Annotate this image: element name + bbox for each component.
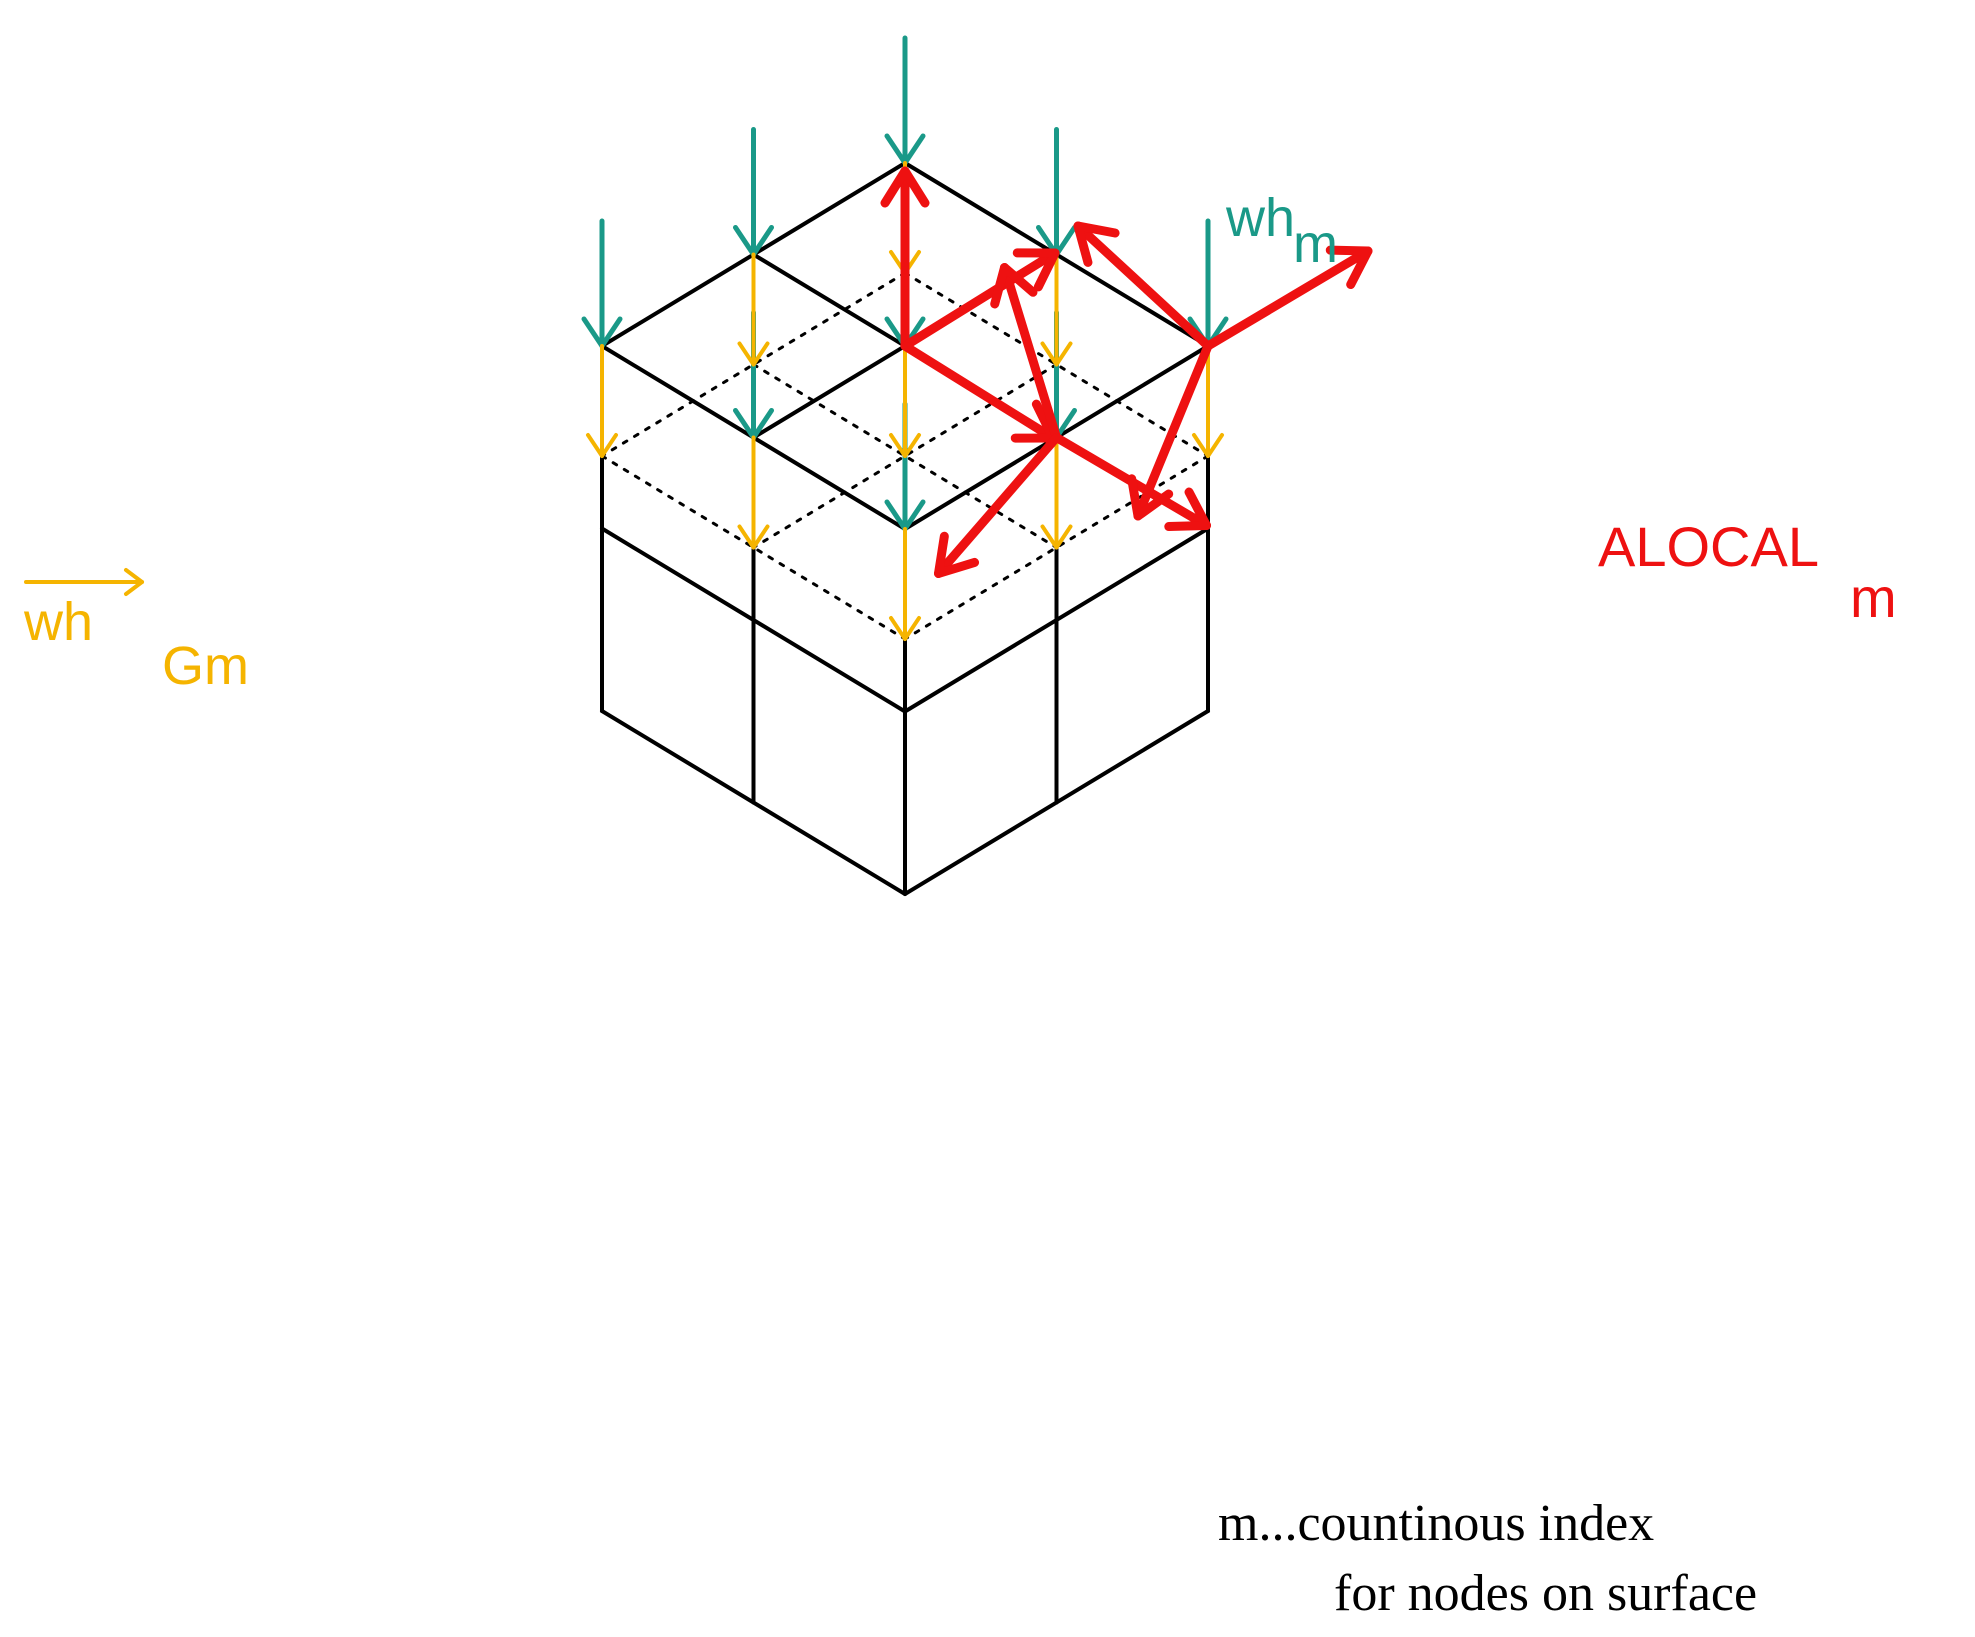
red-arrow-edge-tangent-b — [934, 433, 1061, 578]
red-arrow-corner-b-head — [1325, 245, 1373, 290]
red-arrow-edge-normal-shaft — [1000, 263, 1061, 442]
red-arrow-edge-normal-head — [990, 263, 1038, 309]
red-arrow-corner-b — [1203, 245, 1373, 351]
red-arrow-corner-c-head — [1127, 474, 1174, 521]
yellow-arrow — [586, 344, 618, 458]
teal-arrow — [733, 127, 774, 257]
wh-m-label: wh m — [1225, 188, 1338, 274]
yellow-arrow — [889, 344, 921, 458]
yellow-arrow-head — [586, 433, 618, 458]
wh-m-label-base: wh — [1225, 188, 1295, 248]
red-arrow-tangent-a — [900, 248, 1060, 351]
wh-gm-label-base: wh — [23, 592, 93, 652]
red-arrow-corner-a-head — [1073, 221, 1120, 267]
left-face-horizontal — [600, 709, 907, 896]
right-face-horizontal — [903, 709, 1210, 896]
red-arrow-edge-tangent-b-shaft — [934, 433, 1061, 578]
red-arrow-normal-head — [880, 166, 930, 208]
yellow-arrow — [889, 527, 921, 641]
index-note-line1: m...countinous index — [1218, 1495, 1654, 1552]
red-arrow-corner-b-shaft — [1203, 246, 1373, 351]
red-arrow-corner-c-shaft — [1133, 341, 1213, 521]
wh-gm-label: wh Gm — [23, 568, 249, 696]
red-arrow-normal — [880, 166, 930, 351]
alocal-m-label: ALOCAL m — [1598, 515, 1897, 629]
yellow-arrow — [1040, 252, 1073, 367]
yellow-arrow — [1040, 435, 1073, 550]
alocal-m-arrows — [880, 166, 1373, 578]
yellow-arrow — [737, 252, 770, 367]
red-arrow-corner-a-shaft — [1073, 221, 1213, 351]
teal-arrow — [581, 218, 623, 349]
yellow-arrow-head — [737, 341, 770, 367]
red-arrow-edge-normal — [990, 263, 1061, 442]
red-arrow-edge-tangent-b-head — [934, 531, 980, 578]
teal-arrow — [1036, 127, 1077, 257]
yellow-arrow-head — [1040, 524, 1073, 550]
teal-arrow — [884, 35, 926, 166]
index-note: m...countinous index for nodes on surfac… — [1218, 1495, 1757, 1622]
vector-arrowhead-icon — [124, 568, 144, 596]
wh-m-label-sub: m — [1293, 214, 1338, 274]
wh-gm-label-sub: Gm — [162, 636, 249, 696]
red-arrow-tangent-a-shaft — [900, 248, 1060, 351]
red-arrow-tangent-b-shaft — [900, 341, 1058, 443]
index-note-line2: for nodes on surface — [1334, 1565, 1757, 1622]
yellow-arrow — [1192, 344, 1224, 458]
teal-arrow — [1187, 218, 1229, 349]
yellow-arrow-head — [1192, 433, 1224, 458]
right-face-horizontal — [903, 526, 1210, 714]
yellow-arrow-head — [1040, 341, 1073, 367]
alocal-m-label-sub: m — [1850, 566, 1897, 629]
red-arrow-edge-tangent-a-head — [1164, 487, 1211, 532]
red-arrow-tangent-a-head — [1012, 248, 1060, 292]
alocal-m-label-base: ALOCAL — [1598, 515, 1819, 578]
red-arrow-corner-a — [1073, 221, 1213, 351]
red-arrow-corner-c — [1127, 341, 1213, 521]
yellow-arrow — [737, 435, 770, 550]
left-face-horizontal — [600, 526, 907, 714]
yellow-arrow-head — [889, 616, 921, 641]
yellow-arrow-head — [737, 524, 770, 550]
yellow-arrow-head — [889, 433, 921, 458]
